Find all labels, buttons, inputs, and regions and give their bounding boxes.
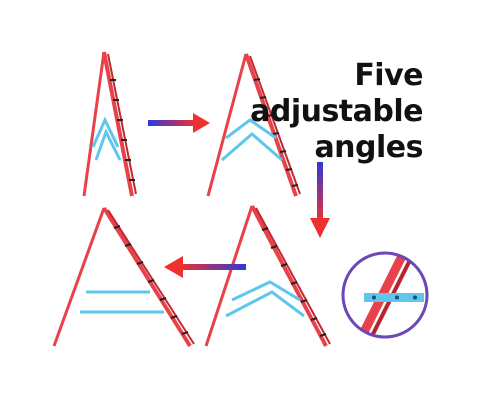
angle-3-frame — [204, 205, 331, 347]
angle-2-frame — [206, 53, 301, 197]
headline-line-3: angles — [314, 130, 423, 165]
arrow-left-icon — [164, 256, 246, 278]
arrow-right-icon — [148, 113, 210, 133]
arrow-down-icon — [310, 162, 330, 238]
headline-line-2: adjustable — [250, 94, 423, 129]
angle-1-frame — [82, 51, 137, 197]
hinge-detail-zoom — [341, 251, 429, 339]
headline-line-1: Five — [354, 58, 423, 93]
headline: Five adjustable angles — [250, 58, 423, 166]
angle-4-frame — [52, 206, 195, 348]
